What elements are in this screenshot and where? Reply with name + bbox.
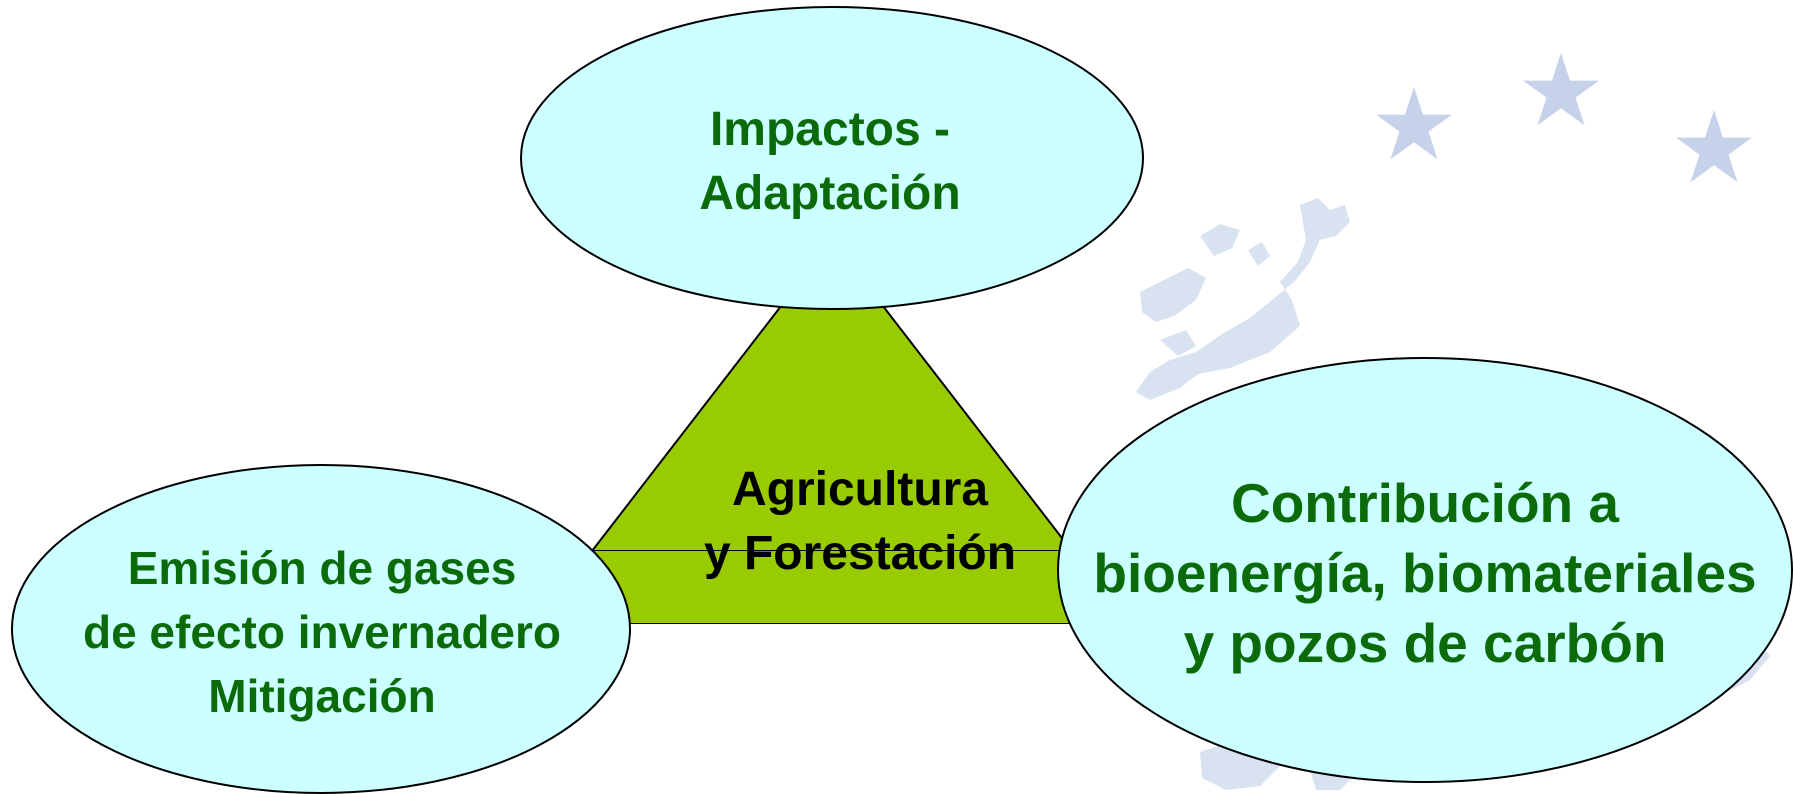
right-node-label: Contribución a bioenergía, biomateriales… bbox=[1060, 468, 1790, 678]
center-label: Agricultura y Forestación bbox=[640, 458, 1080, 586]
right-node-ellipse bbox=[1057, 357, 1793, 783]
center-line: Agricultura bbox=[731, 463, 989, 516]
left-node-line: Emisión de gases bbox=[127, 542, 517, 594]
top-node-line: Adaptación bbox=[699, 167, 961, 220]
left-node-line: de efecto invernadero bbox=[82, 606, 562, 658]
top-node-line: Impactos - bbox=[709, 103, 951, 156]
star-icon bbox=[1376, 87, 1452, 160]
right-node-line: y pozos de carbón bbox=[1183, 612, 1667, 674]
star-icon bbox=[1676, 110, 1752, 183]
right-node-line: Contribución a bbox=[1230, 472, 1620, 534]
left-node-line: Mitigación bbox=[208, 670, 436, 722]
left-node-label: Emisión de gases de efecto invernadero M… bbox=[12, 536, 632, 728]
right-node-line: bioenergía, biomateriales bbox=[1093, 542, 1757, 604]
center-line: y Forestación bbox=[703, 527, 1017, 580]
top-node-label: Impactos - Adaptación bbox=[520, 98, 1140, 226]
star-icon bbox=[1523, 53, 1599, 126]
top-node-ellipse bbox=[520, 6, 1144, 310]
triangle-lower-band bbox=[592, 551, 1090, 623]
left-node-ellipse bbox=[11, 464, 631, 794]
